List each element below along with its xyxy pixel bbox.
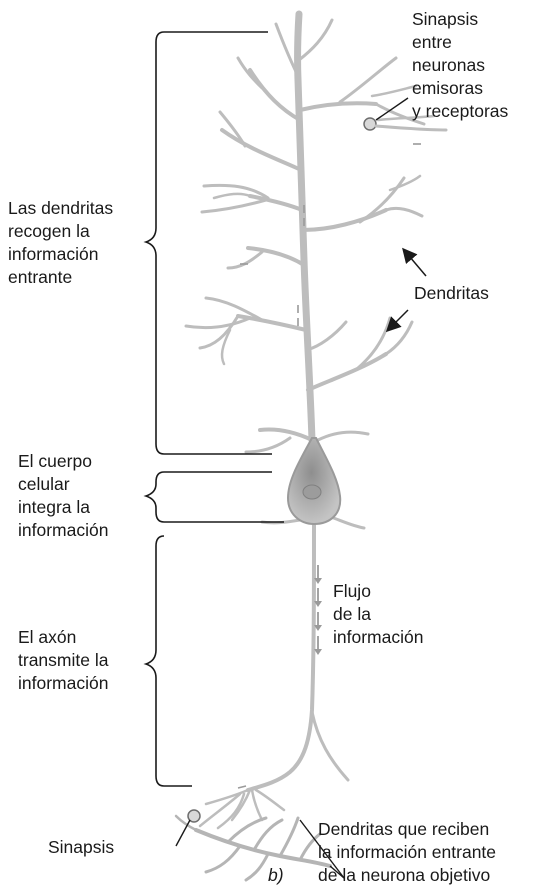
target-dendrite	[278, 816, 300, 858]
target-dendrite	[298, 832, 322, 862]
dendrite-branch	[198, 314, 240, 350]
dendritas-arrow-upper	[402, 247, 427, 277]
flow-arrows-dendrite	[237, 143, 421, 789]
brace-dendrites	[143, 31, 272, 455]
dendrite-branch	[220, 128, 303, 172]
dendrite-branch	[370, 84, 418, 98]
dendrite-branch	[200, 198, 268, 214]
callout-lines	[175, 97, 409, 879]
label-information-flow: Flujo de la información	[333, 581, 424, 647]
target-dendrite	[244, 852, 270, 882]
dendrite-branch	[236, 56, 264, 90]
dendrite-branch	[226, 250, 264, 270]
axon-terminal	[250, 788, 264, 822]
axon-terminal	[230, 788, 252, 822]
synapse-bottom-icon	[187, 809, 201, 823]
dendrite-branch	[358, 176, 406, 224]
dendrite-branch	[316, 430, 370, 442]
target-dendrite	[226, 816, 268, 844]
dendrite-branch	[248, 194, 304, 212]
target-dendrite	[252, 818, 284, 852]
axon-terminal	[216, 792, 246, 830]
dendrite-branch	[374, 102, 426, 126]
dendrite-branch	[297, 18, 334, 62]
target-dendrite	[204, 844, 242, 874]
dendrite-branch	[298, 101, 378, 112]
cell-body	[286, 437, 342, 526]
dendrite-branch	[305, 320, 348, 352]
synapse-top-icon	[363, 117, 377, 131]
axon-branch	[310, 710, 350, 782]
label-cell-body: El cuerpo celular integra la información	[18, 451, 109, 540]
dendrite-branch	[218, 110, 247, 148]
dendrite-branch	[248, 68, 302, 122]
target-dendrite	[174, 814, 198, 832]
dendrite-branch	[212, 192, 252, 200]
axon-terminal	[254, 788, 286, 812]
label-synapse: Sinapsis	[48, 837, 115, 857]
label-dendrites-collect: Las dendritas recogen la información ent…	[8, 198, 114, 287]
label-target-dendrites: Dendritas que reciben la información ent…	[318, 819, 497, 885]
dendrite-branch	[338, 56, 398, 104]
dendrite-branch	[236, 314, 308, 332]
brace-cell-body	[143, 471, 284, 523]
dendrite-branch	[384, 206, 424, 218]
axon	[246, 523, 316, 792]
input-axons	[374, 114, 448, 132]
dendrite-branch	[204, 296, 264, 322]
apical-dendrite	[294, 10, 316, 444]
dendrite-branch	[246, 246, 306, 267]
brace-axon	[143, 535, 192, 787]
panel-label: b)	[268, 865, 284, 885]
flow-arrowheads-axon	[314, 578, 322, 655]
dendrite-branch	[306, 352, 388, 392]
axon-terminal	[198, 792, 242, 828]
dendrite-branch	[184, 316, 252, 330]
axon-terminal	[204, 788, 250, 806]
cell-nucleus	[302, 484, 322, 500]
label-dendrites: Dendritas	[414, 283, 489, 303]
neuron	[174, 10, 426, 882]
dendrite-branch	[258, 427, 314, 442]
dendrite-branch	[384, 320, 414, 356]
dendritas-arrow-lower	[385, 309, 409, 333]
dendrite-branch	[388, 174, 422, 192]
label-axon: El axón transmite la información	[18, 627, 109, 693]
dendrite-branch	[202, 183, 270, 200]
dendrite-branch	[244, 436, 292, 454]
dendrite-branch	[220, 328, 232, 366]
dendrite-branch	[274, 22, 302, 82]
dendrite-branch	[301, 208, 388, 232]
label-synapse-between-neurons: Sinapsis entre neuronas emisoras y recep…	[412, 9, 509, 121]
